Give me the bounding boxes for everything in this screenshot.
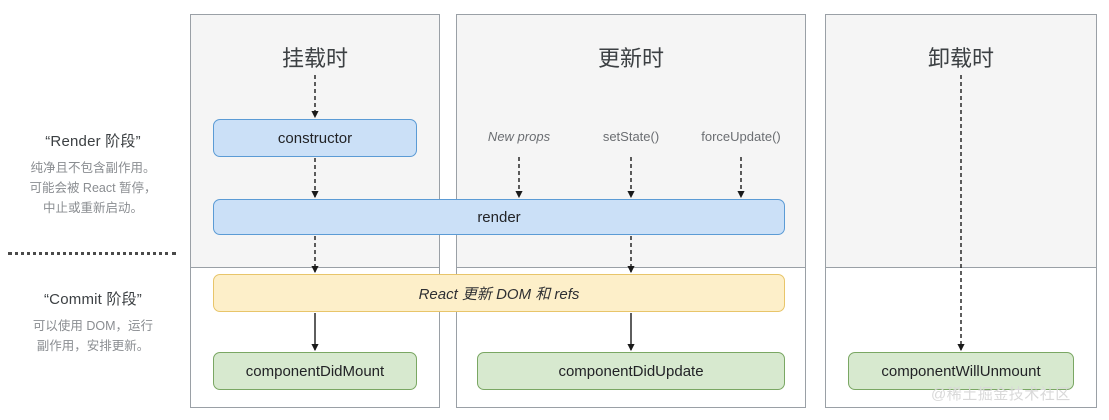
box-component-did-mount: componentDidMount (213, 352, 417, 390)
legend-commit-phase-title: “Commit 阶段” (43, 291, 143, 308)
phase-legend: “Render 阶段” 纯净且不包含副作用。 可能会被 React 暂停， 中止… (0, 0, 186, 420)
panel-unmounting-title: 卸载时 (927, 46, 994, 71)
legend-commit-phase: “Commit 阶段” 可以使用 DOM，运行 副作用，安排更新。 (0, 288, 186, 356)
legend-render-phase-desc-line-2: 可能会被 React 暂停， (29, 181, 157, 195)
watermark: @稀土掘金技术社区 (931, 386, 1071, 403)
box-render: render (213, 199, 785, 235)
legend-render-phase-title: “Render 阶段” (45, 133, 141, 150)
legend-commit-phase-desc: 可以使用 DOM，运行 副作用，安排更新。 (0, 316, 186, 356)
legend-commit-phase-desc-line-2: 副作用，安排更新。 (36, 339, 150, 353)
box-constructor: constructor (213, 119, 417, 157)
trigger-label-new-props: New props (487, 129, 551, 144)
legend-commit-phase-desc-line-1: 可以使用 DOM，运行 (32, 319, 154, 333)
panel-mounting-title: 挂载时 (281, 46, 348, 71)
box-react-update-dom-and-refs: React 更新 DOM 和 refs (213, 274, 785, 312)
legend-render-phase-desc-line-3: 中止或重新启动。 (42, 201, 143, 215)
legend-render-phase-desc: 纯净且不包含副作用。 可能会被 React 暂停， 中止或重新启动。 (0, 158, 186, 218)
box-component-did-update: componentDidUpdate (477, 352, 785, 390)
panel-updating-title: 更新时 (597, 46, 664, 71)
box-component-will-unmount: componentWillUnmount (848, 352, 1074, 390)
trigger-label-set-state: setState() (602, 129, 660, 144)
legend-render-phase-desc-line-1: 纯净且不包含副作用。 (30, 161, 156, 175)
legend-render-phase: “Render 阶段” 纯净且不包含副作用。 可能会被 React 暂停， 中止… (0, 130, 186, 218)
phase-divider-dotted (8, 252, 176, 255)
trigger-label-force-update: forceUpdate() (701, 129, 781, 144)
